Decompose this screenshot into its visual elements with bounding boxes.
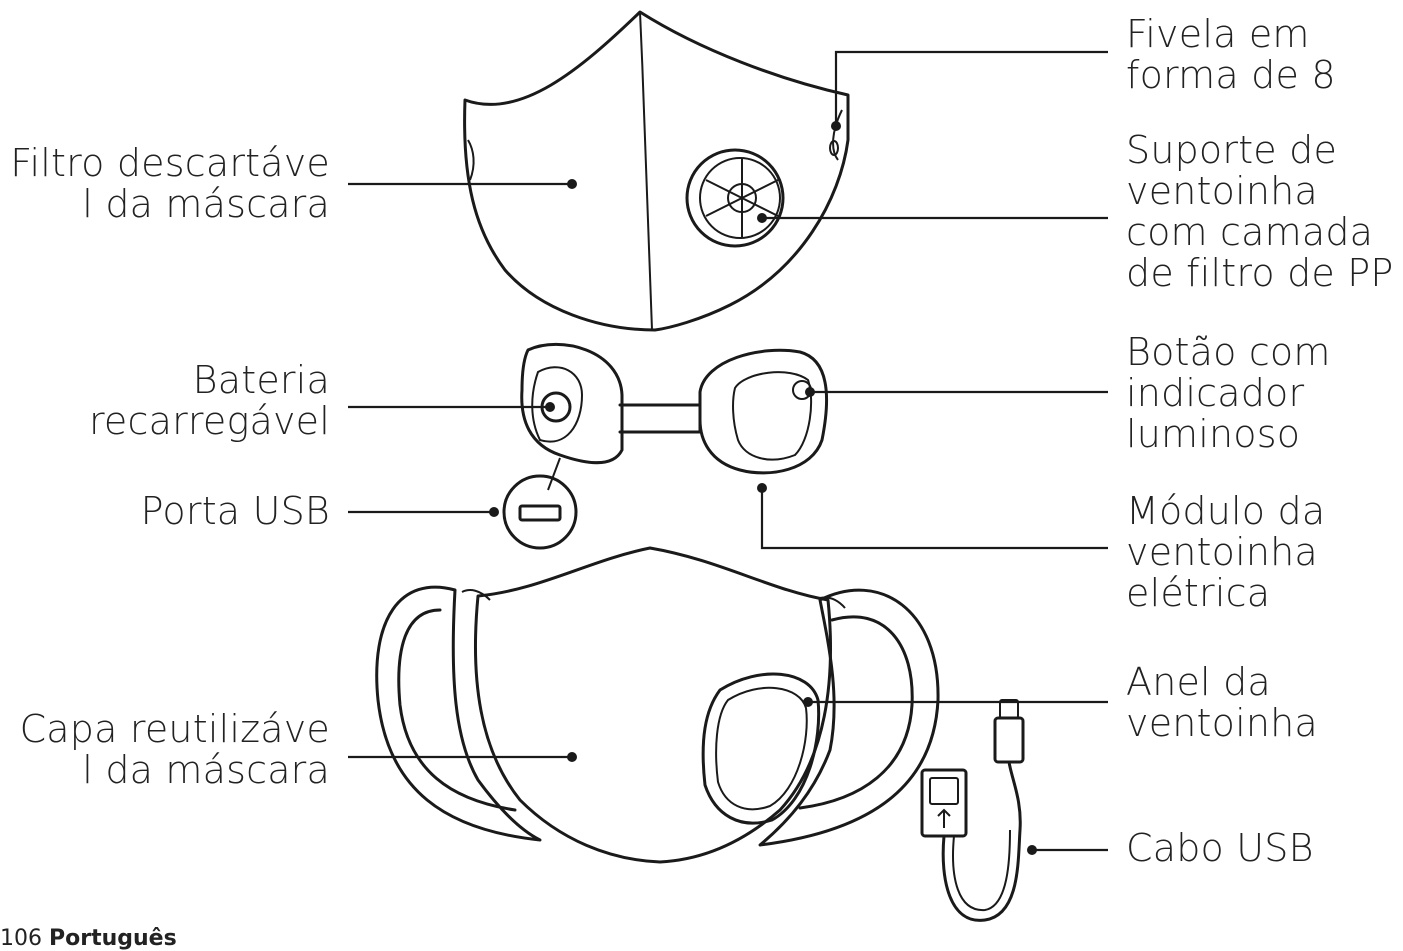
label-fan-ring: Anel da ventoinha — [1126, 660, 1318, 745]
label-usb-cable: Cabo USB — [1126, 826, 1314, 870]
disposable-filter-drawing — [463, 10, 850, 332]
leader-lines — [348, 50, 1108, 855]
page-footer: 106 Português — [0, 926, 177, 951]
label-usb-port: Porta USB — [140, 489, 330, 533]
reusable-cover-drawing — [375, 546, 940, 864]
page-number: 106 — [0, 926, 42, 951]
label-reusable-cover: Capa reutilizáve l da máscara — [19, 707, 330, 792]
label-light-indicator-button: Botão com indicador luminoso — [1126, 330, 1331, 456]
label-rechargeable-battery: Bateria recarregável — [88, 358, 330, 443]
label-figure-8-buckle: Fivela em forma de 8 — [1126, 12, 1336, 97]
fan-module-drawing — [502, 342, 828, 550]
usb-cable-drawing — [920, 699, 1025, 922]
page-language: Português — [49, 926, 177, 951]
label-disposable-filter: Filtro descartáve l da máscara — [10, 141, 330, 226]
label-electric-fan-module: Módulo da ventoinha elétrica — [1126, 489, 1326, 615]
label-fan-holder-pp-filter: Suporte de ventoinha com camada de filtr… — [1126, 128, 1394, 295]
